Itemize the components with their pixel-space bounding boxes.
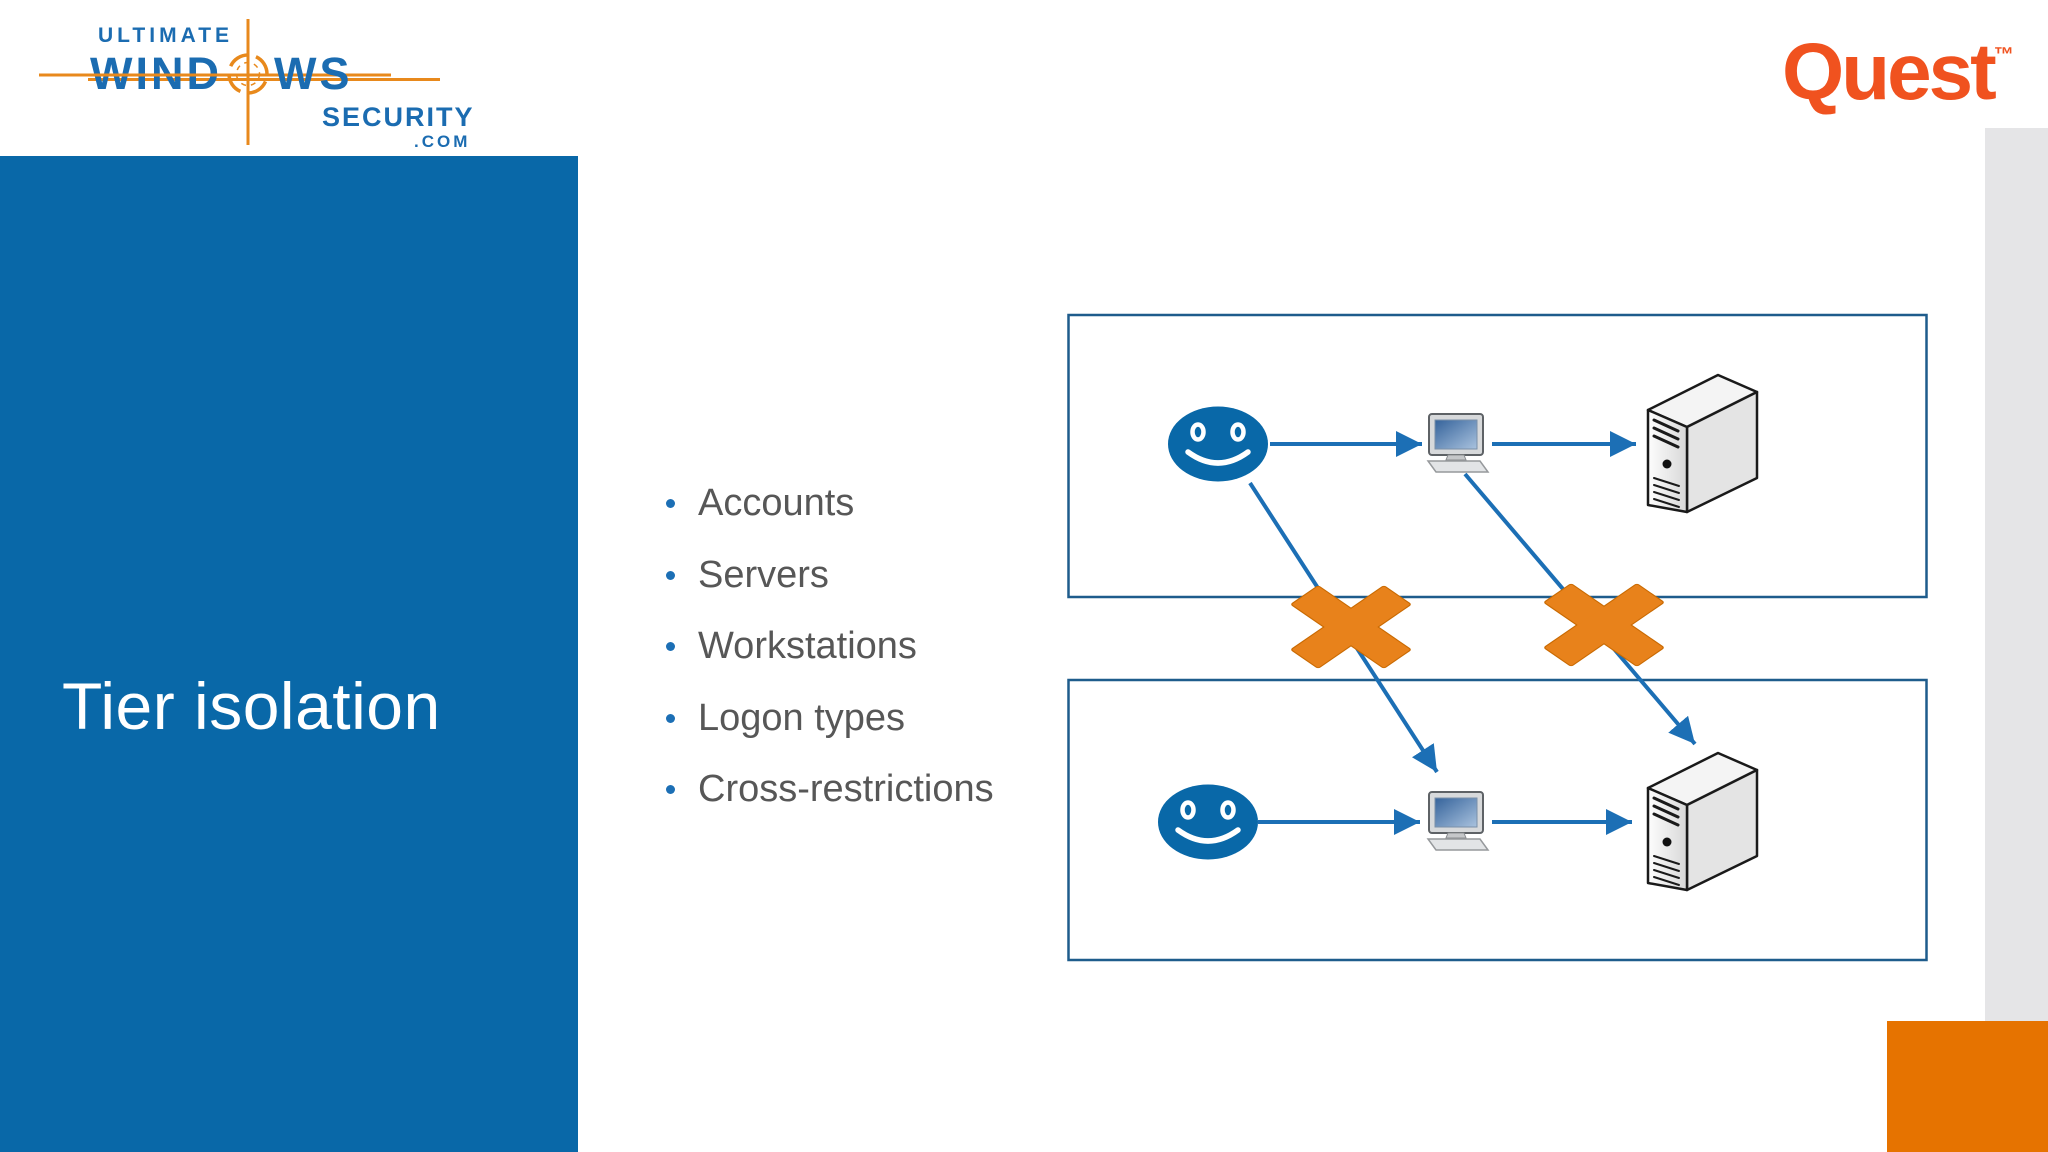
bullet-label: Servers: [698, 553, 829, 596]
logo-word-security: SECURITY: [322, 102, 475, 132]
user-icon: [1158, 785, 1258, 860]
bullet-label: Logon types: [698, 696, 906, 739]
logo-word-windows: WIND WS: [38, 19, 391, 145]
quest-wordmark: Quest: [1782, 27, 1997, 116]
page-title: Tier isolation: [62, 669, 441, 743]
bullet-item: Workstations: [666, 611, 994, 683]
bullet-item: Accounts: [666, 468, 994, 540]
title-panel: Tier isolation: [0, 156, 578, 1152]
crosshair-target-icon: [38, 19, 391, 145]
ultimate-windows-security-logo: ULTIMATE WIND WS SECURITY .COM: [38, 8, 518, 156]
bullet-dot-icon: [666, 499, 675, 509]
user-icon: [1168, 407, 1268, 482]
logo-word-windows-right: WS: [273, 48, 353, 99]
bullet-dot-icon: [666, 570, 675, 580]
corner-accent-square: [1887, 1021, 2048, 1152]
bullet-dot-icon: [666, 785, 675, 795]
bullet-item: Logon types: [666, 683, 994, 755]
workstation-icon: [1427, 791, 1489, 851]
bullet-item: Cross-restrictions: [666, 754, 994, 826]
right-edge-strip: [1985, 128, 2048, 1152]
bullet-label: Accounts: [698, 482, 855, 525]
bullet-dot-icon: [666, 713, 675, 723]
logo-horizontal-line: [88, 78, 440, 81]
trademark-symbol: ™: [1993, 44, 2014, 66]
logo-word-com: .COM: [414, 132, 471, 151]
bullet-item: Servers: [666, 540, 994, 612]
bullet-dot-icon: [666, 642, 675, 652]
bullet-label: Workstations: [698, 625, 917, 668]
logo-word-ultimate: ULTIMATE: [98, 24, 234, 47]
workstation-icon: [1427, 413, 1489, 473]
tier-diagram: [1067, 313, 1928, 962]
blocked-x-icon: [1290, 584, 1412, 670]
bullet-label: Cross-restrictions: [698, 768, 994, 811]
quest-logo: Quest™: [1782, 10, 2014, 117]
bullet-list: Accounts Servers Workstations Logon type…: [666, 468, 994, 826]
